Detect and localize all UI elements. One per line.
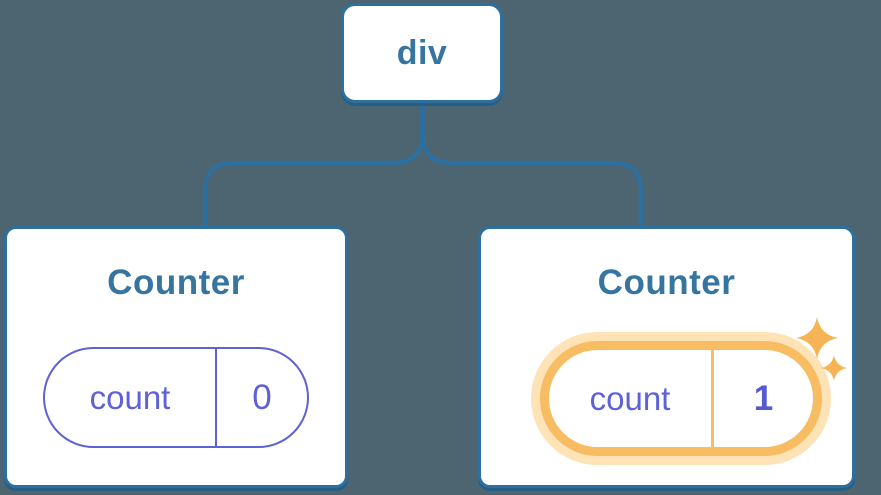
state-key-label: count	[89, 378, 171, 416]
state-key-label: count	[589, 379, 671, 417]
counter-card-right: Counter count 1	[478, 226, 855, 488]
state-value: 1	[753, 378, 774, 418]
pill-divider	[711, 350, 714, 447]
counter-card-left: Counter count 0	[4, 226, 348, 488]
pill-divider	[215, 349, 217, 446]
root-node-label: div	[396, 33, 448, 72]
state-pill-highlighted: count 1	[540, 341, 822, 456]
connector-branch-left	[202, 100, 425, 229]
state-value: 0	[252, 377, 272, 417]
component-title: Counter	[597, 263, 736, 302]
state-pill: count 0	[43, 347, 309, 448]
root-node: div	[341, 3, 503, 103]
connector-branch-right	[420, 100, 644, 229]
component-title: Counter	[107, 263, 245, 302]
